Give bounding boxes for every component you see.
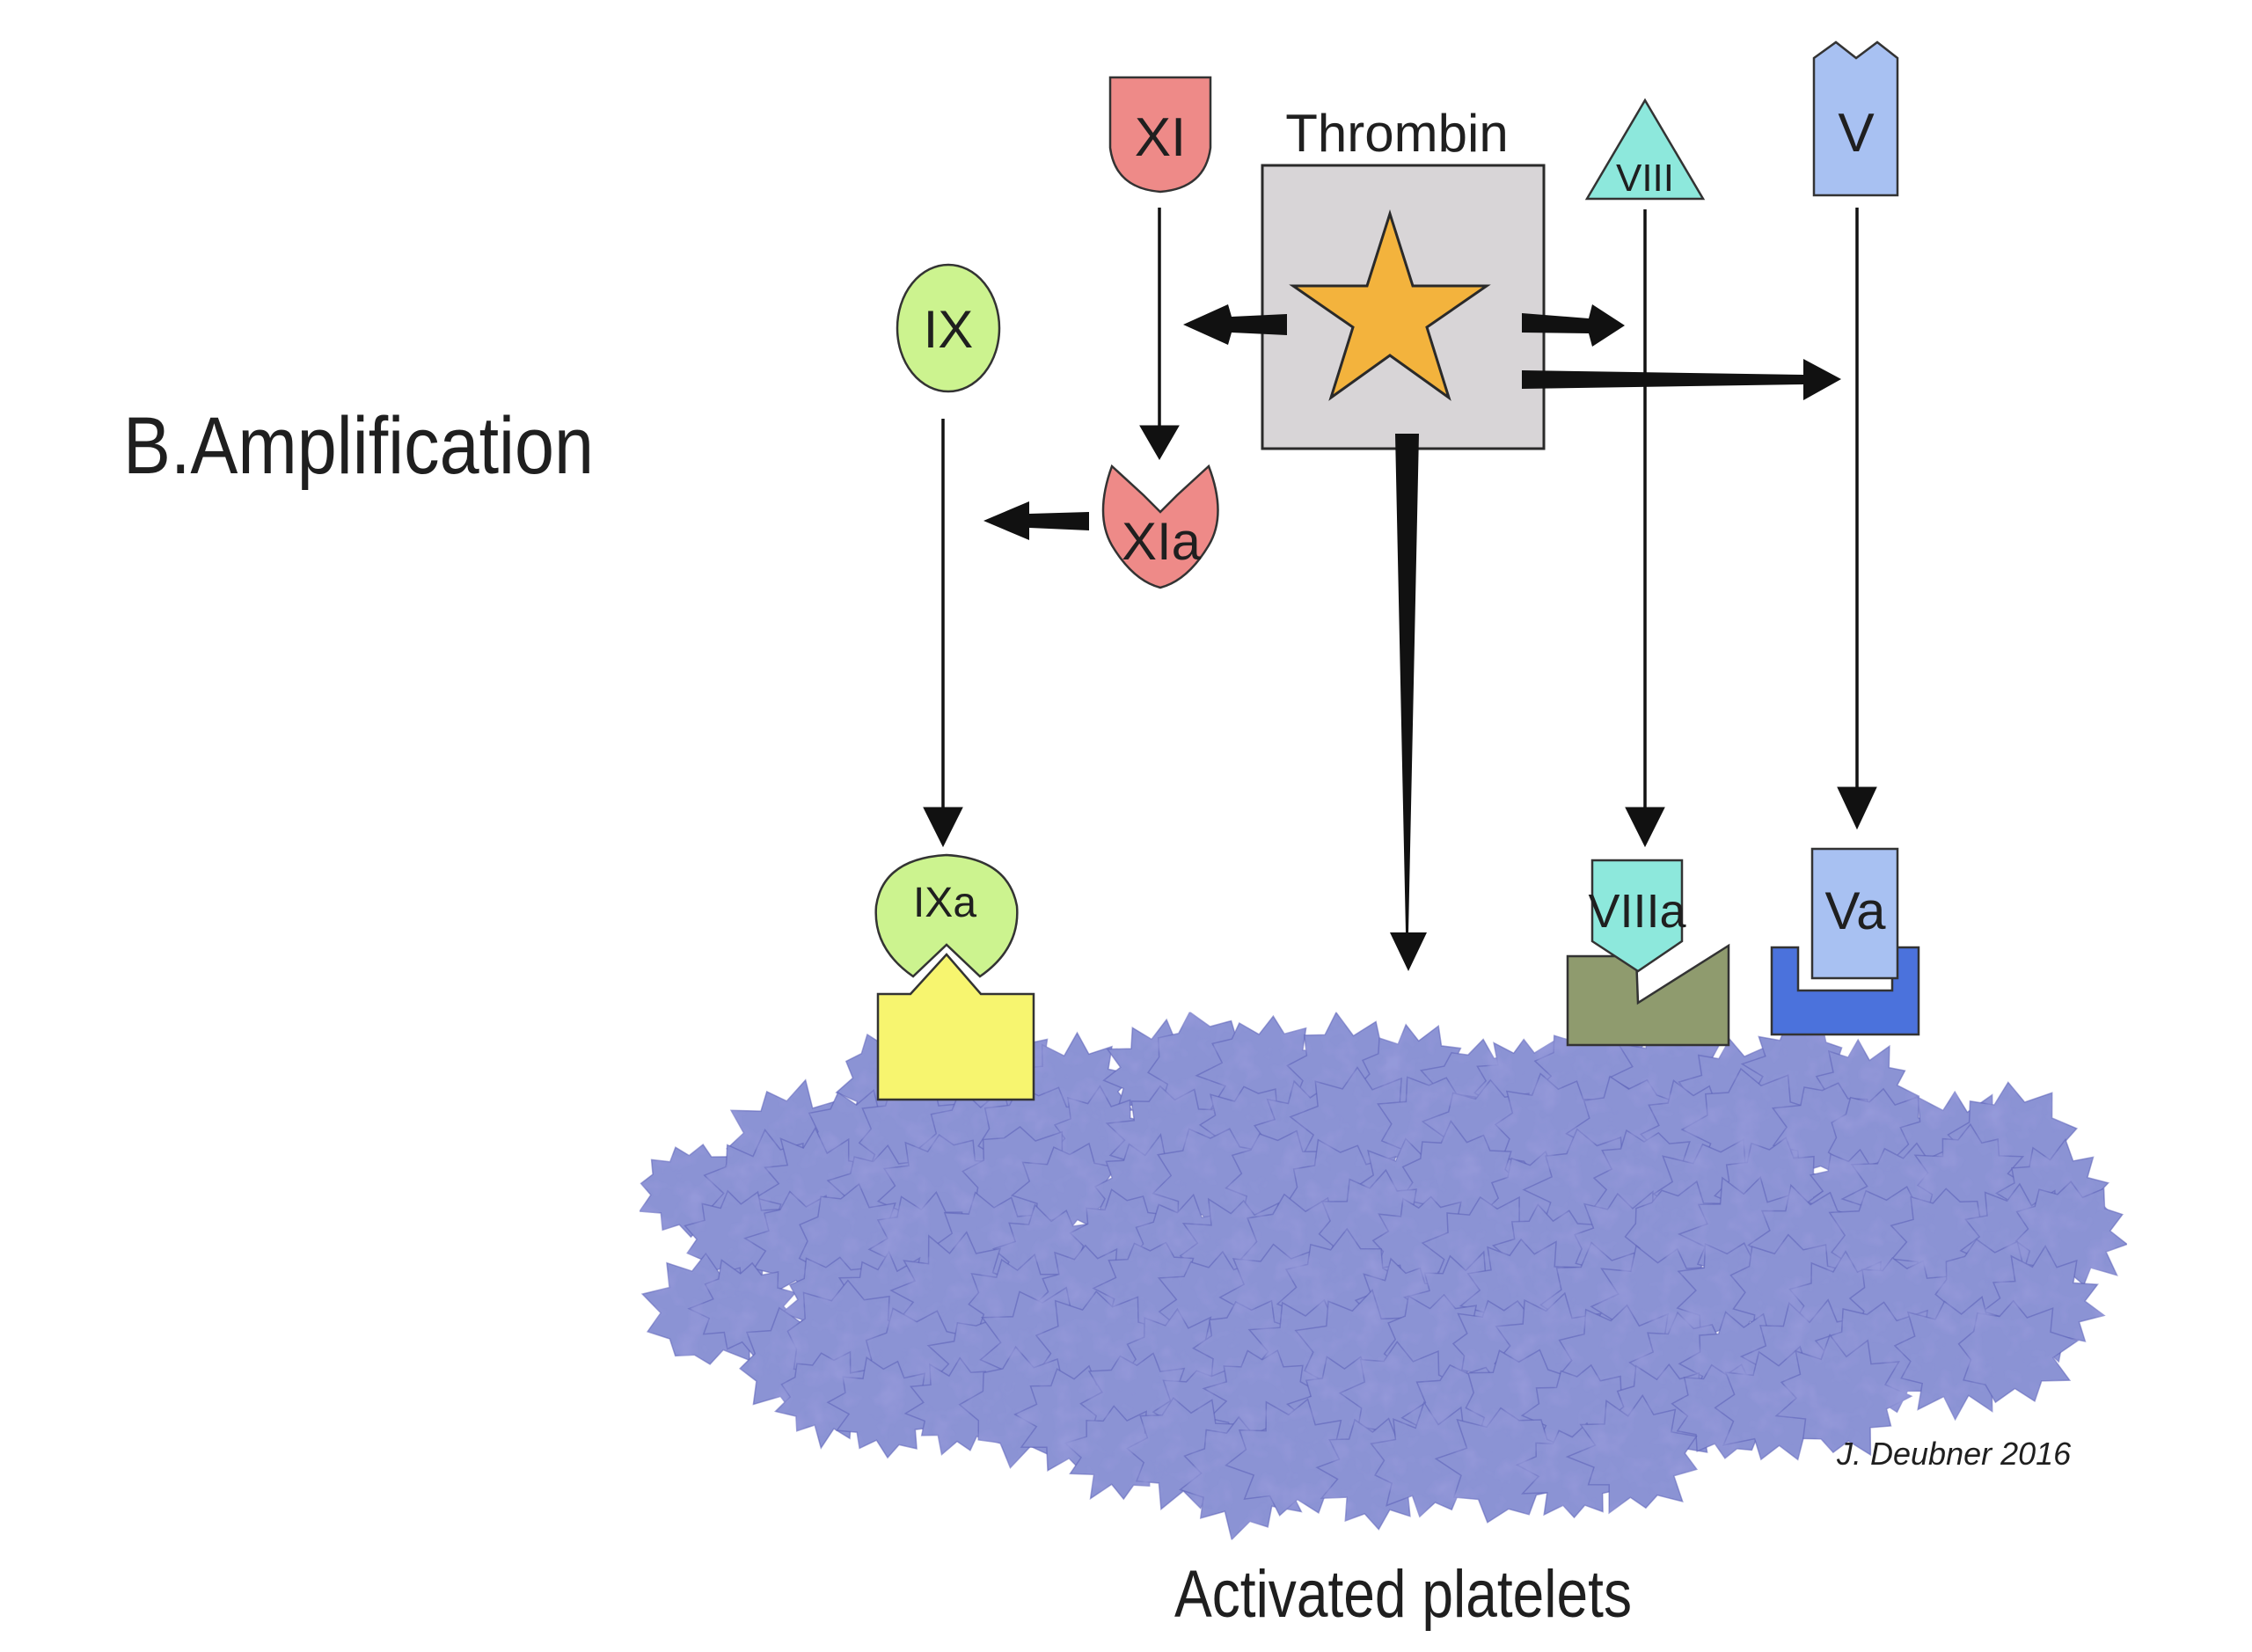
section-title: B.Amplification — [123, 401, 594, 491]
factor-va-shape — [1810, 847, 1899, 980]
arrow-viii-to-viiia-head — [1625, 807, 1665, 848]
platelet — [1565, 1394, 1699, 1515]
thrombin-node: Thrombin — [1261, 104, 1546, 450]
platelet — [1225, 1398, 1362, 1517]
factor-v-shape — [1812, 40, 1899, 197]
factor-ix-label: IX — [924, 300, 974, 359]
arrow-xia-to-ix — [983, 501, 1089, 540]
factor-v: V — [1812, 40, 1899, 197]
factor-viii-label: VIII — [1616, 157, 1674, 200]
factor-ix: IX — [896, 263, 1001, 393]
factor-xi: XI — [1108, 76, 1212, 194]
factor-viii-shape — [1584, 98, 1706, 201]
arrow-ix-to-ixa-head — [923, 807, 963, 848]
ix-receptor-shape — [876, 953, 1035, 1101]
activated-platelets-label: Activated platelets — [1174, 1557, 1632, 1632]
arrow-thrombin-to-v — [1522, 359, 1841, 400]
thrombin-label: Thrombin — [1285, 104, 1508, 163]
thrombin-star-icon — [1289, 209, 1491, 401]
factor-va-label: Va — [1825, 881, 1887, 940]
factor-v-label: V — [1838, 103, 1875, 164]
arrow-thrombin-to-platelets — [1390, 434, 1427, 971]
factor-viii: VIII — [1584, 98, 1706, 201]
factor-xia-label: XIa — [1122, 512, 1202, 571]
factor-xi-shape — [1108, 76, 1212, 194]
arrow-v-to-va-head — [1837, 786, 1877, 830]
activated-platelets-cluster — [638, 1011, 2129, 1541]
factor-xia-shape — [1101, 464, 1219, 589]
thrombin-effect-arrows — [983, 304, 1841, 971]
factor-ix-shape — [896, 263, 1001, 393]
arrow-xi-to-xia-head — [1139, 425, 1180, 460]
platelet — [1957, 1299, 2080, 1404]
platelet — [826, 1356, 947, 1459]
factor-ixa-label: IXa — [913, 880, 976, 926]
author-signature: J. Deubner 2016 — [1836, 1436, 2072, 1472]
platelet — [1774, 1333, 1913, 1457]
factor-ixa-complex: IXa — [874, 853, 1035, 1101]
factor-viiia-complex: VIIIa — [1566, 859, 1730, 1047]
arrow-thrombin-to-xi — [1183, 304, 1287, 345]
factor-ixa-shape — [874, 853, 1019, 978]
factor-va-complex: Va — [1770, 847, 1920, 1036]
activation-arrows — [923, 208, 1877, 848]
factor-viiia-label: VIIIa — [1588, 885, 1686, 938]
factor-xi-label: XI — [1135, 107, 1187, 168]
platelet — [1434, 1407, 1573, 1524]
factor-viiia-shape — [1590, 859, 1684, 973]
arrow-thrombin-to-viii — [1522, 304, 1625, 347]
factor-xia: XIa — [1101, 464, 1219, 589]
